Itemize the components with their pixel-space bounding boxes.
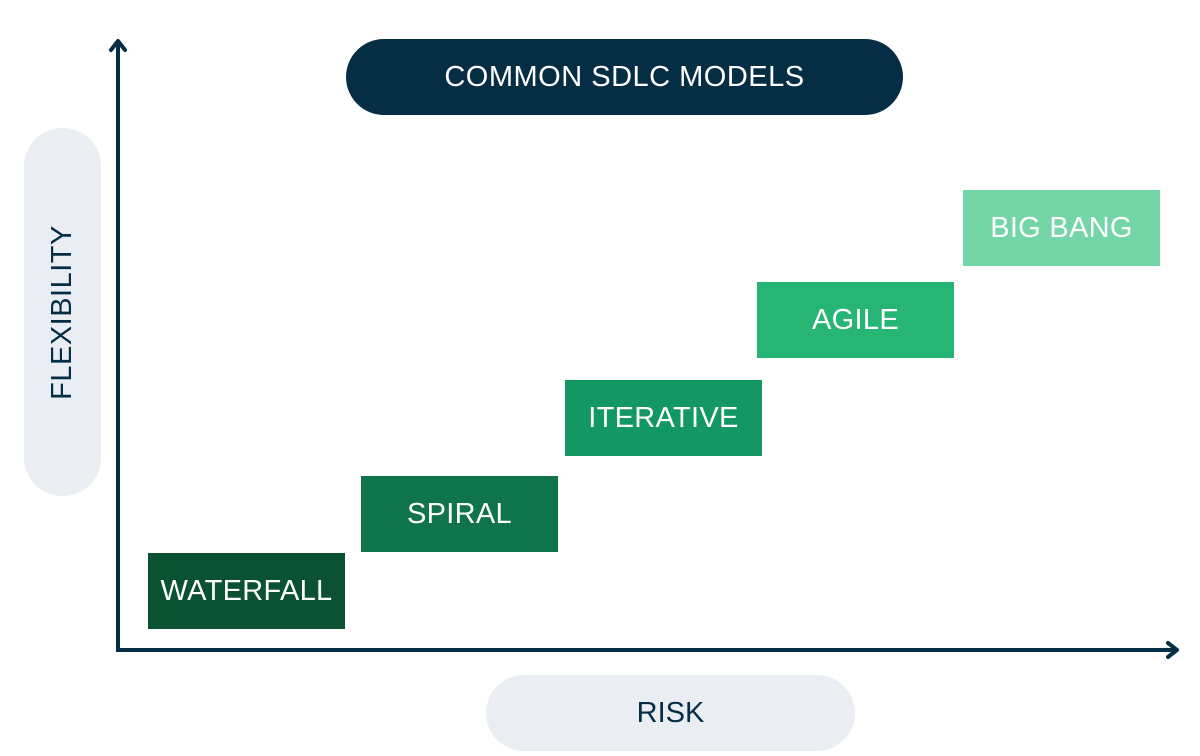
model-box-big-bang: BIG BANG	[963, 190, 1160, 266]
x-axis-label-text: RISK	[636, 696, 705, 729]
x-axis-label: RISK	[486, 675, 855, 751]
model-box-agile: AGILE	[757, 282, 954, 358]
model-box-iterative: ITERATIVE	[565, 380, 762, 456]
y-axis-label: FLEXIBILITY	[24, 128, 101, 496]
model-label: WATERFALL	[160, 574, 333, 607]
y-axis-label-text: FLEXIBILITY	[46, 224, 79, 400]
model-label: BIG BANG	[990, 211, 1133, 244]
diagram-title: COMMON SDLC MODELS	[346, 39, 903, 115]
y-axis-arrow-icon	[109, 39, 127, 52]
model-label: SPIRAL	[407, 497, 512, 530]
x-axis	[116, 641, 1179, 659]
model-box-waterfall: WATERFALL	[148, 553, 345, 629]
model-label: ITERATIVE	[588, 401, 739, 434]
x-axis-arrow-icon	[1166, 641, 1179, 659]
model-box-spiral: SPIRAL	[361, 476, 558, 552]
y-axis	[109, 39, 127, 651]
model-label: AGILE	[812, 303, 899, 336]
diagram-title-text: COMMON SDLC MODELS	[444, 60, 805, 93]
